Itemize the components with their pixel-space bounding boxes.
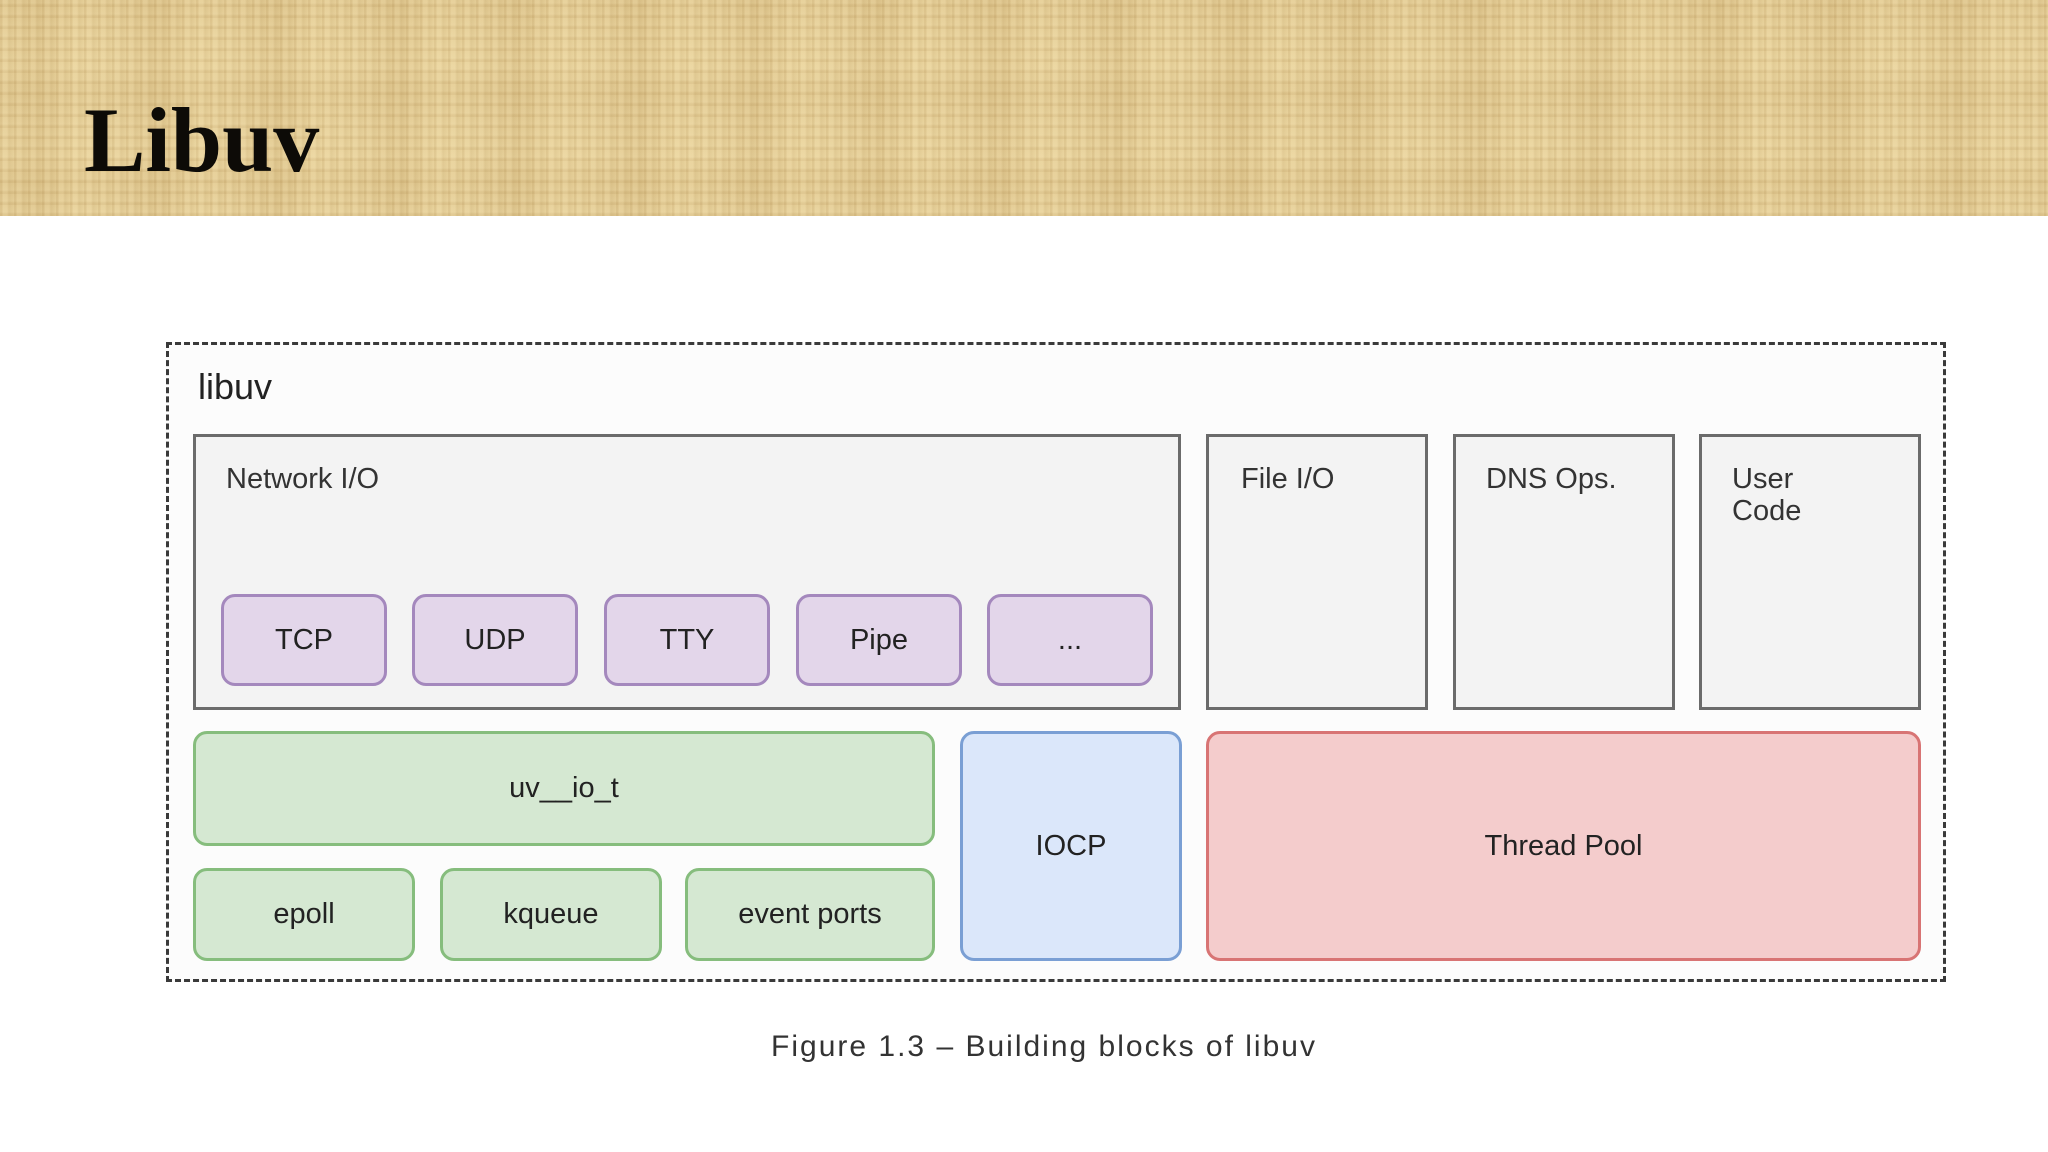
tcp-block: TCP — [221, 594, 387, 686]
iocp-block: IOCP — [960, 731, 1182, 961]
network-io-label: Network I/O — [226, 463, 380, 495]
uv-io-t-block: uv__io_t — [193, 731, 935, 846]
slide-title: Libuv — [84, 89, 320, 191]
pipe-block: Pipe — [796, 594, 962, 686]
tty-block: TTY — [604, 594, 770, 686]
file-io-label: File I/O — [1241, 463, 1335, 495]
thread-pool-block: Thread Pool — [1206, 731, 1921, 961]
kqueue-block: kqueue — [440, 868, 662, 961]
epoll-block: epoll — [193, 868, 415, 961]
event-ports-block: event ports — [685, 868, 935, 961]
dns-ops-box: DNS Ops. — [1453, 434, 1675, 710]
dns-ops-label: DNS Ops. — [1486, 463, 1617, 495]
udp-block: UDP — [412, 594, 578, 686]
user-code-box: User Code — [1699, 434, 1921, 710]
title-banner: Libuv — [0, 0, 2048, 216]
libuv-container-label: libuv — [198, 366, 273, 407]
file-io-box: File I/O — [1206, 434, 1428, 710]
user-code-label: User Code — [1732, 463, 1802, 527]
figure-caption: Figure 1.3 – Building blocks of libuv — [771, 1030, 1317, 1063]
more-block: ... — [987, 594, 1153, 686]
